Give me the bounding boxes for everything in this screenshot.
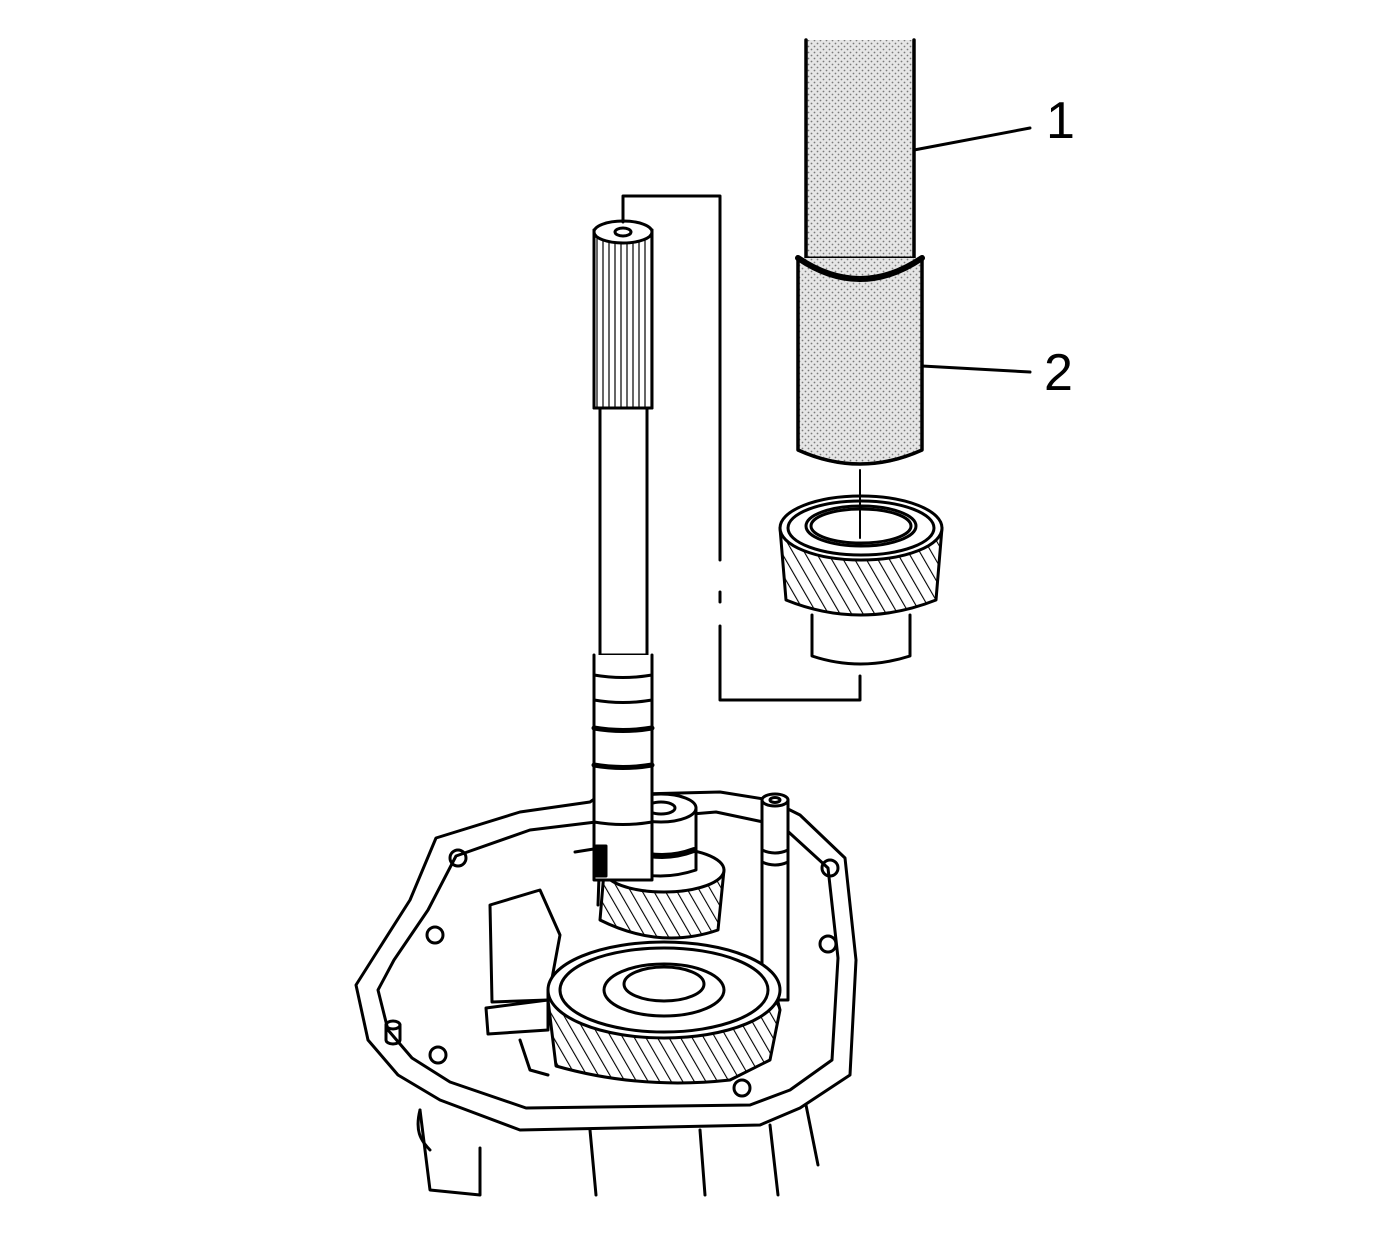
tool-handle bbox=[804, 38, 916, 260]
bolt-holes bbox=[425, 848, 840, 1098]
callout-2-leader bbox=[920, 364, 1032, 374]
mainshaft bbox=[591, 219, 655, 882]
callout-2: 2 bbox=[1044, 344, 1073, 402]
fork-rail bbox=[760, 792, 790, 1002]
gear-to-install bbox=[778, 469, 944, 666]
callout-1-leader bbox=[912, 126, 1032, 152]
tool-installer bbox=[795, 255, 925, 466]
alignment-leader bbox=[621, 194, 862, 702]
countershaft-gear bbox=[518, 940, 782, 1085]
callout-1: 1 bbox=[1046, 92, 1075, 150]
